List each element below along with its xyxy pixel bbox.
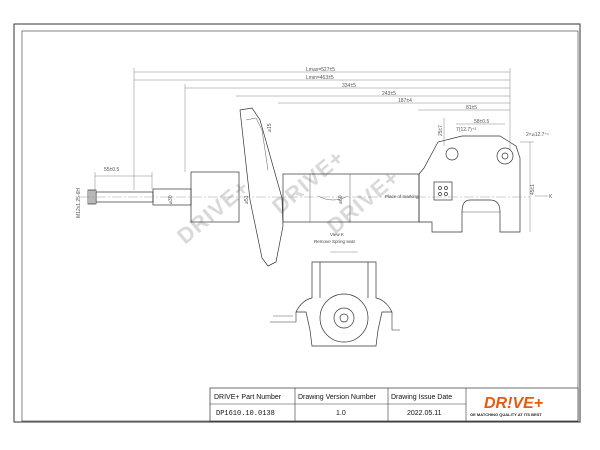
spring-plate <box>239 107 284 267</box>
strut-side-view <box>87 107 521 267</box>
issue-date-value: 2022.05.11 <box>407 410 442 417</box>
issue-date-header: Drawing Issue Date <box>391 394 452 401</box>
dim-81: 81±5 <box>466 105 477 111</box>
dim-lmax: Lmax=527±5 <box>306 67 335 73</box>
remove-spring-seat-note: Remove Spring seat <box>314 239 356 244</box>
dim-243: 243±5 <box>382 91 396 97</box>
view-k-bore <box>319 293 369 343</box>
dim-30: ⌀30 <box>168 195 174 204</box>
brand-slogan: OE MATCHING QUALITY AT ITS BEST <box>470 412 542 417</box>
dim-7: 7(12.7)⁺² <box>456 127 476 133</box>
dust-boot <box>190 171 240 223</box>
outer-frame <box>13 23 581 423</box>
dim-58: 58±0.5 <box>474 119 489 125</box>
inner-frame <box>21 30 579 422</box>
dim-187: 187±4 <box>398 98 412 104</box>
dim-51: ⌀51 <box>244 195 250 204</box>
watermark: DRIVE+ <box>172 174 254 248</box>
dim-thread: M12x1.25-6H <box>76 188 82 218</box>
watermarks: DRIVE+ DRIVE+ DRIVE+ <box>172 144 404 248</box>
view-k <box>270 251 400 347</box>
place-of-marking-note: Place of marking <box>385 194 419 199</box>
brand-logo: DR!VE+ <box>484 395 543 412</box>
dim-25: 25±7 <box>438 125 444 136</box>
dim-334: 334±5 <box>342 83 356 89</box>
dim-k: K <box>549 194 553 200</box>
dim-55: 55±0.5 <box>104 167 119 173</box>
part-number-header: DRIVE+ Part Number <box>214 394 282 401</box>
view-k-bracket <box>295 261 393 347</box>
part-number-value: DP1610.10.0138 <box>216 410 275 418</box>
dim-60: ⌀60 <box>338 195 344 204</box>
view-k-label: View K <box>330 232 344 237</box>
version-header: Drawing Version Number <box>298 394 376 401</box>
version-value: 1.0 <box>336 410 346 417</box>
dimension-lines <box>94 68 548 232</box>
dim-2x: 2×⌀12.7⁺¹ <box>526 132 549 138</box>
dim-45: 45±1 <box>530 184 536 195</box>
dim-lmin: Lmin=463±5 <box>306 75 334 81</box>
dim-15: ⌀15 <box>267 123 273 132</box>
title-block <box>209 387 579 422</box>
